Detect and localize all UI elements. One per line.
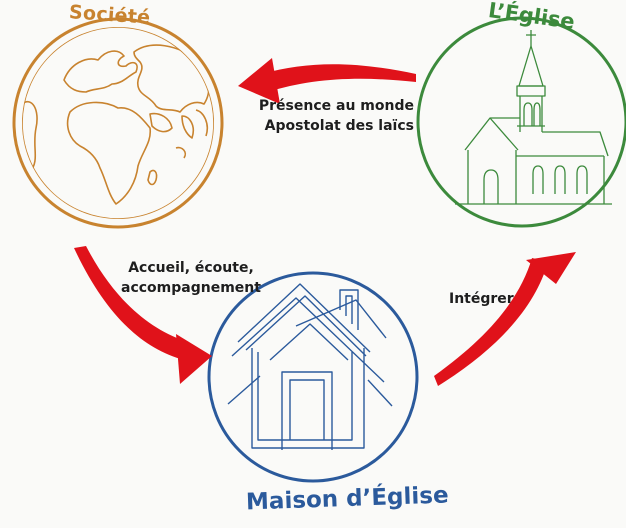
edge-label-line: Présence au monde xyxy=(258,98,414,114)
globe-icon xyxy=(22,27,214,219)
edge-label-societe-to-maison: Accueil, écoute, accompagnement xyxy=(116,258,266,298)
arrow-maison-to-eglise xyxy=(434,252,576,386)
edge-label-line: accompagnement xyxy=(121,280,261,296)
edge-label-eglise-to-societe: Présence au monde Apostolat des laïcs xyxy=(246,96,414,136)
maison-node xyxy=(207,271,419,483)
societe-node xyxy=(12,17,224,229)
eglise-circle xyxy=(416,16,626,228)
edge-label-line: Apostolat des laïcs xyxy=(264,118,414,134)
church-icon xyxy=(455,30,612,205)
societe-circle xyxy=(12,17,224,229)
eglise-node xyxy=(416,16,626,228)
arrow-societe-to-maison xyxy=(74,246,212,384)
maison-circle xyxy=(207,271,419,483)
edge-label-maison-to-eglise: Intégrer xyxy=(449,291,514,307)
edge-label-line: Accueil, écoute, xyxy=(128,260,254,276)
arrow-eglise-to-societe xyxy=(238,58,416,104)
house-icon xyxy=(227,283,393,450)
